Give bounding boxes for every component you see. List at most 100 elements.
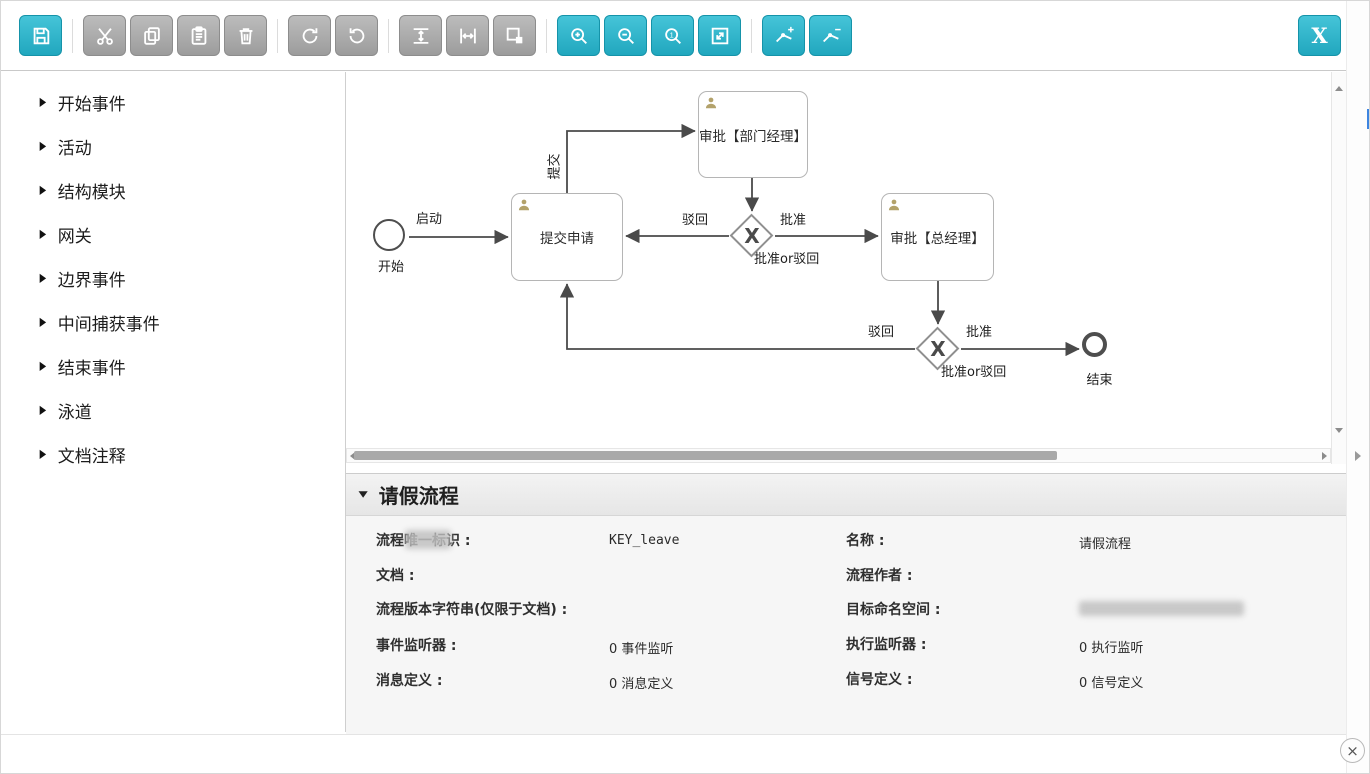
- properties-panel: ▶ 请假流程 流程唯一标识 : KEY_leave 文档 : 流程版本字符串(仅…: [346, 473, 1346, 734]
- palette-group-boundary-events[interactable]: ▶ 边界事件: [1, 256, 345, 300]
- palette-group-label: 结构模块: [57, 182, 126, 203]
- cut-button[interactable]: [83, 15, 126, 56]
- scroll-up-arrow[interactable]: [1335, 86, 1343, 91]
- task-submit-application[interactable]: 提交申请: [511, 193, 623, 281]
- palette-group-end-events[interactable]: ▶ 结束事件: [1, 344, 345, 388]
- palette-group-annotations[interactable]: ▶ 文档注释: [1, 432, 345, 476]
- edge-label-reject2: 驳回: [868, 325, 895, 340]
- flow-submit-to-deptmanager[interactable]: [566, 123, 696, 193]
- palette-group-label: 泳道: [57, 402, 92, 423]
- palette-group-swimlanes[interactable]: ▶ 泳道: [1, 388, 345, 432]
- zoom-in-button[interactable]: [557, 15, 600, 56]
- property-row-message-definitions: 消息定义 : 0 消息定义: [376, 671, 846, 693]
- task-dept-manager-approval[interactable]: 审批【部门经理】: [698, 91, 808, 178]
- paste-button[interactable]: [177, 15, 220, 56]
- task-label: 审批【总经理】: [890, 231, 985, 247]
- flow-gateway2-reject[interactable]: [559, 283, 915, 350]
- same-size-button[interactable]: [493, 15, 536, 56]
- zoom-out-icon: [615, 25, 637, 47]
- gateway-x-icon: X: [930, 337, 946, 361]
- properties-panel-body: 流程唯一标识 : KEY_leave 文档 : 流程版本字符串(仅限于文档) :…: [346, 516, 1346, 734]
- palette-group-gateways[interactable]: ▶ 网关: [1, 212, 345, 256]
- align-horizontal-button[interactable]: [446, 15, 489, 56]
- properties-column-right: 名称 : 请假流程 流程作者 : 目标命名空间 : 执行监听器 : 0 执行监听: [846, 531, 1346, 734]
- property-value-name[interactable]: 请假流程: [1079, 537, 1132, 552]
- chevron-right-icon: ▶: [39, 403, 47, 417]
- edge-label-submit: 提交: [547, 153, 563, 180]
- zoom-actual-button[interactable]: 1: [651, 15, 694, 56]
- gateway-x-icon: X: [744, 224, 760, 248]
- property-label: 目标命名空间 :: [846, 602, 941, 619]
- property-label: 流程唯一标识 :: [376, 530, 609, 553]
- edge-label-approve2: 批准: [966, 325, 993, 340]
- palette-group-start-events[interactable]: ▶ 开始事件: [1, 80, 345, 124]
- property-label: 文档 :: [376, 567, 415, 584]
- process-title: 请假流程: [378, 484, 459, 508]
- property-value-target-namespace[interactable]: [1079, 600, 1244, 617]
- properties-panel-header[interactable]: ▶ 请假流程: [346, 473, 1346, 516]
- task-label: 提交申请: [540, 231, 594, 247]
- delete-button[interactable]: [224, 15, 267, 56]
- property-value-process-id[interactable]: KEY_leave: [609, 533, 680, 548]
- bendpoint-remove-icon: [820, 25, 842, 47]
- property-row-author: 流程作者 :: [846, 566, 1346, 588]
- align-vertical-icon: [410, 25, 432, 47]
- scroll-down-arrow[interactable]: [1335, 428, 1343, 433]
- zoom-out-button[interactable]: [604, 15, 647, 56]
- xml-button[interactable]: X: [1298, 15, 1341, 56]
- diagram-canvas[interactable]: 开始 提交申请 审批【部门经理】 X 批准or驳回 审批【总经理】 X 批准or…: [346, 72, 1331, 448]
- palette-group-intermediate-events[interactable]: ▶ 中间捕获事件: [1, 300, 345, 344]
- shape-palette: ▶ 开始事件 ▶ 活动 ▶ 结构模块 ▶ 网关 ▶ 边界事件 ▶ 中间捕获事件 …: [1, 72, 346, 732]
- property-value-execution-listeners[interactable]: 0 执行监听: [1079, 641, 1144, 657]
- toolbar-separator: [72, 18, 73, 53]
- toolbar-separator: [388, 18, 389, 53]
- chevron-down-icon: ▶: [356, 491, 370, 498]
- task-general-manager-approval[interactable]: 审批【总经理】: [881, 193, 994, 281]
- exclusive-gateway-1[interactable]: X: [729, 213, 775, 259]
- zoom-fit-button[interactable]: [698, 15, 741, 56]
- property-label: 流程作者 :: [846, 567, 913, 584]
- scroll-right-arrow[interactable]: [1322, 452, 1327, 460]
- undo-button[interactable]: [335, 15, 378, 56]
- zoom-fit-icon: [709, 25, 731, 47]
- toolbar-separator: [277, 18, 278, 53]
- canvas-horizontal-scrollbar[interactable]: [346, 448, 1331, 463]
- property-label: 事件监听器 :: [376, 638, 457, 655]
- undo-icon: [346, 25, 368, 47]
- user-icon: [887, 198, 901, 216]
- palette-group-label: 文档注释: [57, 446, 126, 467]
- align-vertical-button[interactable]: [399, 15, 442, 56]
- property-value-signal-definitions[interactable]: 0 信号定义: [1079, 675, 1144, 691]
- property-value-event-listeners[interactable]: 0 事件监听: [609, 642, 674, 658]
- scissors-icon: [94, 25, 116, 47]
- bendpoint-add-button[interactable]: [762, 15, 805, 56]
- horizontal-scroll-thumb[interactable]: [354, 451, 1057, 460]
- palette-group-structural[interactable]: ▶ 结构模块: [1, 168, 345, 212]
- start-event-node[interactable]: [373, 219, 405, 251]
- chevron-right-icon: ▶: [39, 315, 47, 329]
- chevron-right-icon: ▶: [39, 139, 47, 153]
- user-icon: [517, 198, 531, 216]
- canvas-vertical-scrollbar[interactable]: [1331, 72, 1346, 464]
- connector-layer: [409, 123, 1080, 357]
- paste-icon: [188, 25, 210, 47]
- start-event-label: 开始: [377, 260, 404, 275]
- property-value-message-definitions[interactable]: 0 消息定义: [609, 676, 674, 692]
- palette-group-activities[interactable]: ▶ 活动: [1, 124, 345, 168]
- palette-group-label: 活动: [57, 138, 92, 159]
- page-scroll-right-arrow[interactable]: [1355, 451, 1361, 461]
- align-horizontal-icon: [457, 25, 479, 47]
- same-size-icon: [504, 25, 526, 47]
- save-button[interactable]: [19, 15, 62, 56]
- bendpoint-remove-button[interactable]: [809, 15, 852, 56]
- exclusive-gateway-2[interactable]: X: [915, 326, 961, 372]
- toolbar-separator: [751, 18, 752, 53]
- copy-button[interactable]: [130, 15, 173, 56]
- edge-label-approve1: 批准: [780, 213, 807, 228]
- close-button[interactable]: ×: [1340, 738, 1365, 763]
- palette-group-label: 网关: [57, 226, 92, 247]
- end-event-node[interactable]: [1082, 332, 1107, 357]
- scroll-left-arrow[interactable]: [350, 452, 355, 460]
- redo-button[interactable]: [288, 15, 331, 56]
